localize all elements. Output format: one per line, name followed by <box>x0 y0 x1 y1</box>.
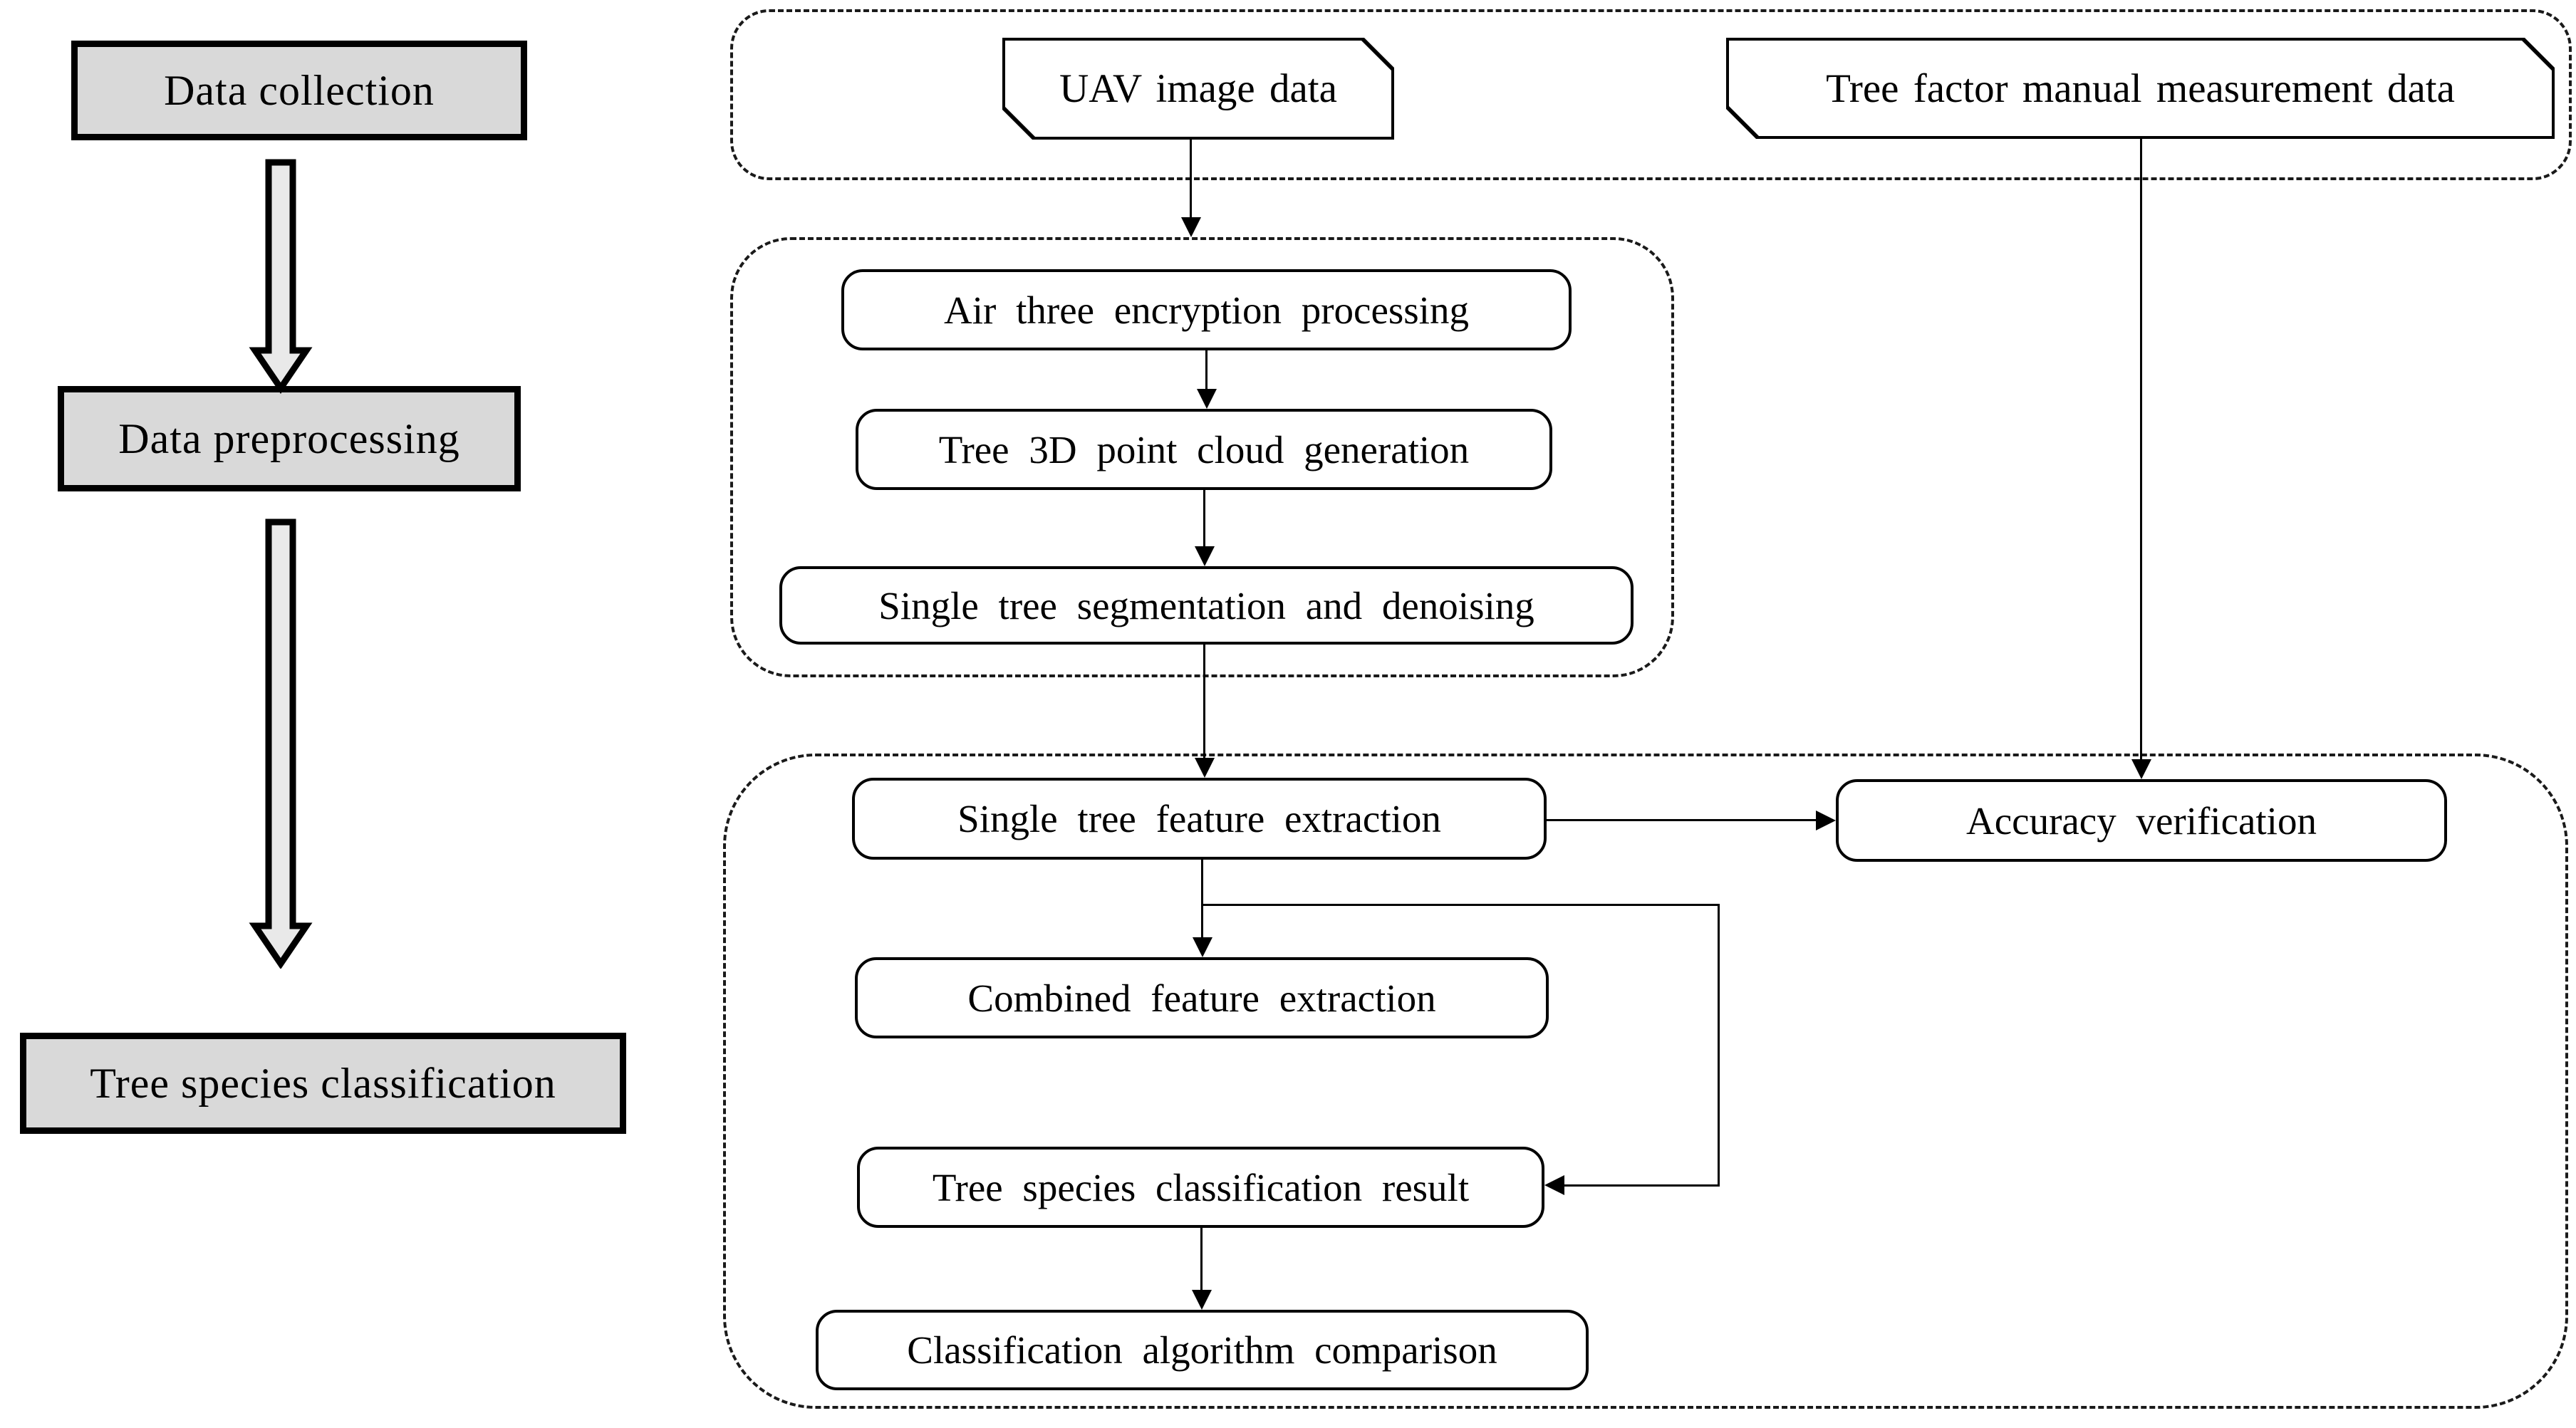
stage-tree-species-classification-label: Tree species classification <box>90 1059 556 1107</box>
connector-result-to-comparison <box>1200 1228 1203 1291</box>
connector-3d-to-segmentation <box>1203 490 1205 548</box>
node-combined-feature: Combined feature extraction <box>855 957 1549 1038</box>
node-tree-factor-manual: Tree factor manual measurement data <box>1726 38 2555 139</box>
connector-segmentation-to-feature <box>1203 645 1205 759</box>
node-tree-3d-point-cloud: Tree 3D point cloud generation <box>856 409 1552 490</box>
arrowhead-3d-to-segmentation <box>1195 546 1215 566</box>
node-single-tree-segmentation: Single tree segmentation and denoising <box>779 566 1634 645</box>
arrowhead-feedback-into-result <box>1544 1175 1564 1195</box>
connector-uav-down <box>1190 140 1192 219</box>
stage-data-collection-label: Data collection <box>164 66 435 114</box>
arrowhead-treefactor-to-accuracy <box>2131 759 2151 779</box>
node-single-tree-segmentation-label: Single tree segmentation and denoising <box>878 583 1534 627</box>
arrowhead-feature-to-combined <box>1193 937 1212 957</box>
connector-feature-to-accuracy <box>1547 819 1817 821</box>
node-classification-result: Tree species classification result <box>857 1147 1544 1228</box>
group-data-collection <box>730 9 2572 180</box>
node-air-three-encryption-label: Air three encryption processing <box>944 288 1469 332</box>
node-accuracy-verification-label: Accuracy verification <box>1966 798 2317 843</box>
connector-treefactor-to-accuracy <box>2140 139 2142 761</box>
stage-tree-species-classification: Tree species classification <box>20 1033 626 1134</box>
connector-air-to-3d <box>1205 350 1208 392</box>
block-arrow-collection-to-preprocessing <box>249 159 313 395</box>
connector-feedback-bottom <box>1563 1184 1720 1187</box>
node-tree-3d-point-cloud-label: Tree 3D point cloud generation <box>938 427 1470 471</box>
node-algorithm-comparison-label: Classification algorithm comparison <box>907 1328 1497 1372</box>
node-single-tree-feature-label: Single tree feature extraction <box>957 797 1441 840</box>
node-algorithm-comparison: Classification algorithm comparison <box>816 1310 1589 1390</box>
arrowhead-result-to-comparison <box>1192 1290 1212 1310</box>
block-arrow-preprocessing-to-classification <box>249 518 313 969</box>
node-accuracy-verification: Accuracy verification <box>1836 779 2447 862</box>
connector-feature-to-combined <box>1201 860 1203 939</box>
group-classification <box>723 754 2568 1409</box>
node-uav-image-data: UAV image data <box>1002 38 1394 140</box>
arrowhead-feature-to-accuracy <box>1816 811 1836 830</box>
node-single-tree-feature: Single tree feature extraction <box>852 778 1547 860</box>
arrowhead-air-to-3d <box>1197 389 1217 409</box>
stage-data-collection: Data collection <box>71 41 527 140</box>
stage-data-preprocessing: Data preprocessing <box>58 386 521 491</box>
connector-feedback-right <box>1718 904 1720 1186</box>
node-uav-image-data-label: UAV image data <box>1059 66 1337 111</box>
arrowhead-uav-down <box>1181 217 1201 237</box>
node-air-three-encryption: Air three encryption processing <box>841 269 1572 350</box>
node-tree-factor-manual-label: Tree factor manual measurement data <box>1826 66 2455 111</box>
arrowhead-segmentation-to-feature <box>1195 758 1215 778</box>
connector-feedback-top <box>1202 904 1720 906</box>
group-data-preprocessing <box>730 237 1674 677</box>
stage-data-preprocessing-label: Data preprocessing <box>118 415 460 462</box>
node-classification-result-label: Tree species classification result <box>932 1165 1470 1209</box>
node-combined-feature-label: Combined feature extraction <box>967 976 1436 1020</box>
